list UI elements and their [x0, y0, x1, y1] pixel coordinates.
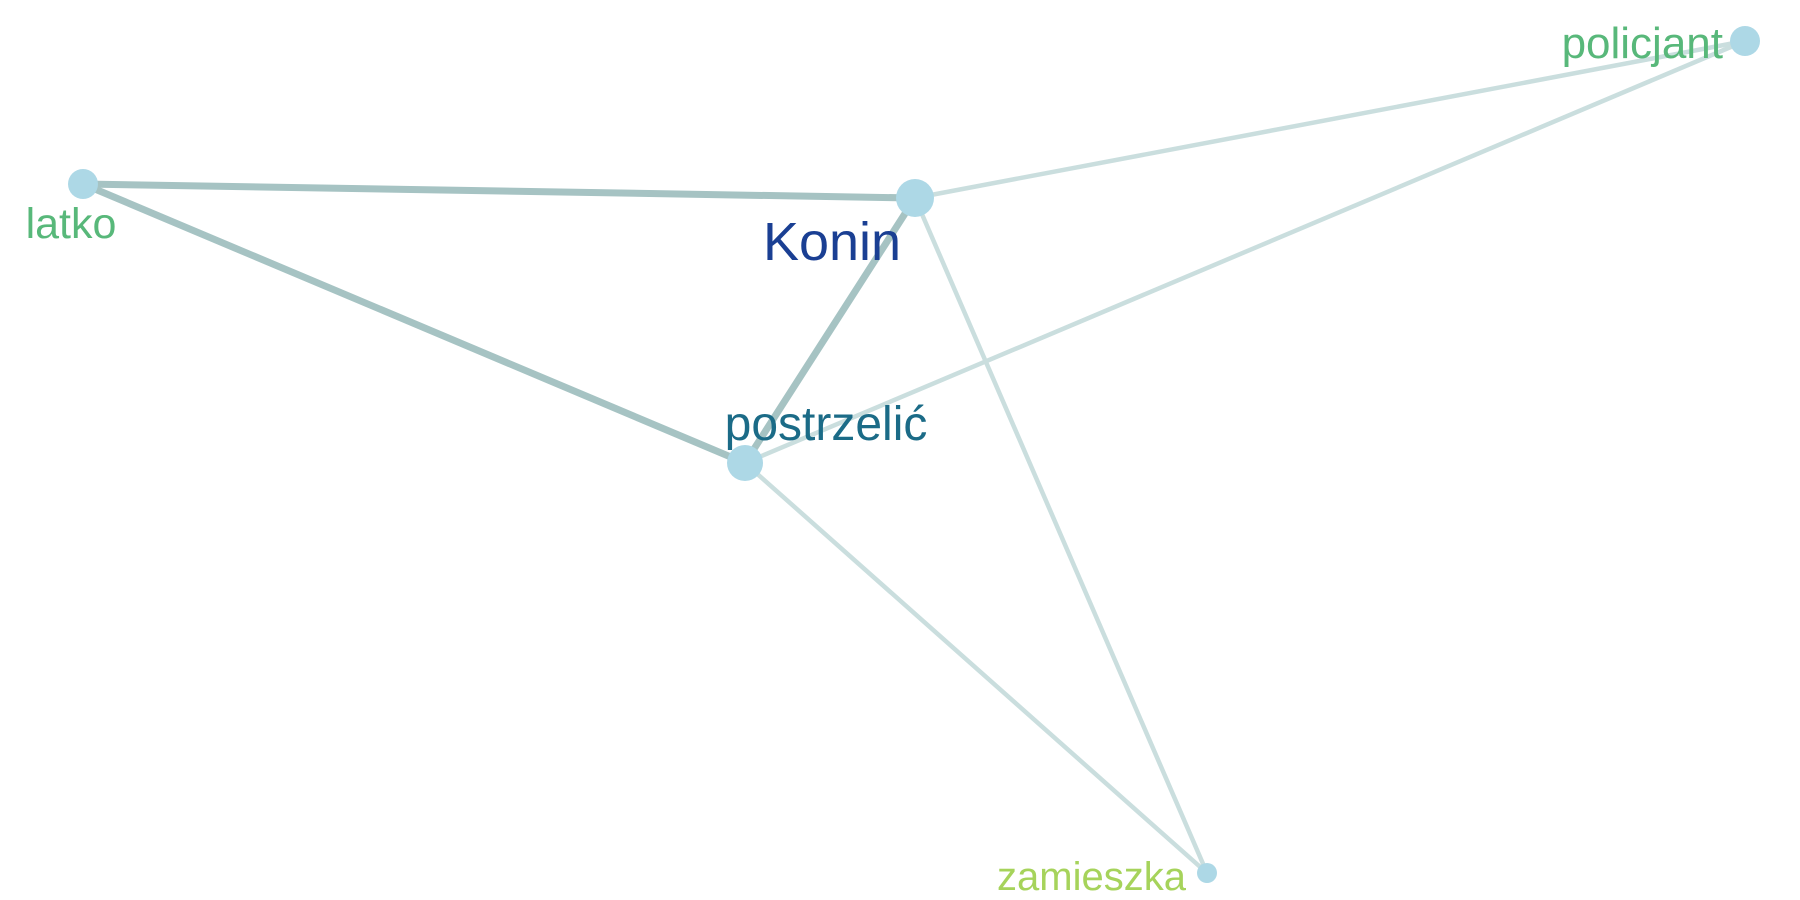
edge-latko-postrzelic: [79, 180, 749, 467]
node-postrzelic[interactable]: [727, 445, 763, 481]
node-label-policjant: policjant: [1562, 19, 1723, 68]
edge-konin-zamieszka: [912, 195, 1210, 876]
node-label-zamieszka: zamieszka: [997, 855, 1187, 899]
edge-postrzelic-policjant: [742, 38, 1748, 466]
edge-konin-policjant: [912, 38, 1748, 201]
node-konin[interactable]: [896, 179, 934, 217]
node-label-latko: latko: [26, 200, 117, 248]
node-label-postrzelic: postrzelić: [725, 398, 928, 451]
edge-latko-konin: [79, 180, 919, 202]
node-label-konin: Konin: [763, 212, 901, 272]
edge-konin-postrzelic: [741, 194, 919, 467]
node-policjant[interactable]: [1730, 26, 1760, 56]
edge-layer: [79, 38, 1748, 876]
label-layer: Konin postrzelić latko policjant zamieszka: [26, 19, 1723, 899]
edge-postrzelic-zamieszka: [742, 460, 1210, 876]
node-zamieszka[interactable]: [1197, 863, 1217, 883]
node-latko[interactable]: [68, 169, 98, 199]
node-layer: [68, 26, 1760, 883]
